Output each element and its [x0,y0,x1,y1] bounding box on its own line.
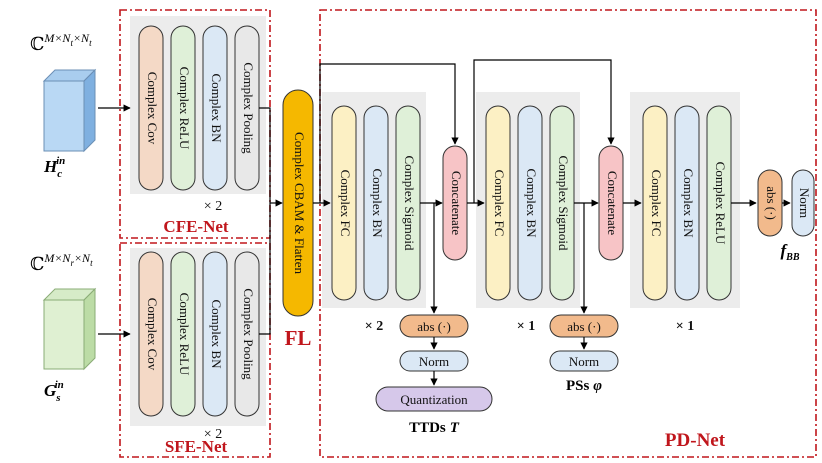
fl-title: FL [285,326,312,350]
svg-text:Concatenate: Concatenate [605,171,620,235]
svg-text:Complex Pooling: Complex Pooling [241,62,256,154]
output-name: fBB [780,241,799,263]
svg-text:Complex BN: Complex BN [370,169,385,239]
svg-text:Complex Sigmoid: Complex Sigmoid [402,156,417,251]
output-norm: Norm [791,169,815,237]
input-name-h: Hcin [43,155,65,180]
output-abs: abs (·) [757,169,783,237]
svg-text:Complex BN: Complex BN [524,169,539,239]
pd-g2-repeat: × 1 [517,319,535,334]
sfe-repeat: × 2 [204,427,222,442]
svg-text:Complex FC: Complex FC [338,170,353,237]
svg-text:Complex Sigmoid: Complex Sigmoid [556,156,571,251]
concat-1: Concatenate [442,145,468,261]
svg-text:Complex CBAM & Flatten: Complex CBAM & Flatten [292,132,307,274]
pd-g1-sigmoid: Complex Sigmoid [395,105,421,301]
svg-text:Complex FC: Complex FC [649,170,664,237]
pd-net-title: PD-Net [665,430,726,451]
svg-text:Concatenate: Concatenate [449,171,464,235]
abs-ttd: abs (·) [399,314,469,338]
svg-text:Complex BN: Complex BN [681,169,696,239]
cfe-net-title: CFE-Net [163,217,228,236]
cfe-block-bn: Complex BN [202,25,228,191]
svg-text:abs (·): abs (·) [567,319,601,334]
pd-g2-sigmoid: Complex Sigmoid [549,105,575,301]
input-cube-h [42,68,97,153]
svg-text:Norm: Norm [419,354,449,369]
svg-text:Complex Cov: Complex Cov [145,298,160,371]
svg-text:Complex ReLU: Complex ReLU [177,293,192,376]
sfe-net-title: SFE-Net [165,437,228,456]
pd-net-frame [319,9,817,458]
norm-ttd: Norm [399,350,469,372]
pd-g1-bn: Complex BN [363,105,389,301]
input-dim-h: ℂM×Nt×Nt [30,31,92,54]
input-cube-g [42,287,97,371]
pd-g1-fc: Complex FC [331,105,357,301]
quantization-block: Quantization [375,386,493,412]
input-name-g: Gsin [44,379,64,404]
sfe-block-relu: Complex ReLU [170,251,196,417]
cfe-block-cov: Complex Cov [138,25,164,191]
cfe-net-frame [119,9,271,239]
svg-text:abs (·): abs (·) [417,319,451,334]
svg-text:Complex BN: Complex BN [209,300,224,370]
pd-g3-bn: Complex BN [674,105,700,301]
pd-g2-bn: Complex BN [517,105,543,301]
input-dim-g: ℂM×Nr×Nt [30,251,93,274]
sfe-block-bn: Complex BN [202,251,228,417]
pd-g3-repeat: × 1 [676,319,694,334]
fl-block: Complex CBAM & Flatten [282,89,314,317]
svg-text:Norm: Norm [569,354,599,369]
svg-text:Complex FC: Complex FC [492,170,507,237]
sfe-block-pooling: Complex Pooling [234,251,260,417]
svg-text:Complex ReLU: Complex ReLU [713,162,728,245]
norm-ps: Norm [549,350,619,372]
cfe-block-pooling: Complex Pooling [234,25,260,191]
concat-2: Concatenate [598,145,624,261]
svg-text:Complex Pooling: Complex Pooling [241,288,256,380]
cfe-block-relu: Complex ReLU [170,25,196,191]
pd-g1-repeat: × 2 [365,319,383,334]
pd-g3-fc: Complex FC [642,105,668,301]
svg-text:Complex Cov: Complex Cov [145,72,160,145]
pd-g3-relu: Complex ReLU [706,105,732,301]
svg-text:Quantization: Quantization [400,392,468,407]
svg-text:Complex ReLU: Complex ReLU [177,67,192,150]
svg-text:Norm: Norm [797,188,812,218]
abs-ps: abs (·) [549,314,619,338]
cfe-repeat: × 2 [204,199,222,214]
sfe-net-frame [119,242,271,458]
svg-text:abs (·): abs (·) [764,186,779,220]
svg-text:Complex BN: Complex BN [209,74,224,144]
sfe-block-cov: Complex Cov [138,251,164,417]
pd-g2-fc: Complex FC [485,105,511,301]
